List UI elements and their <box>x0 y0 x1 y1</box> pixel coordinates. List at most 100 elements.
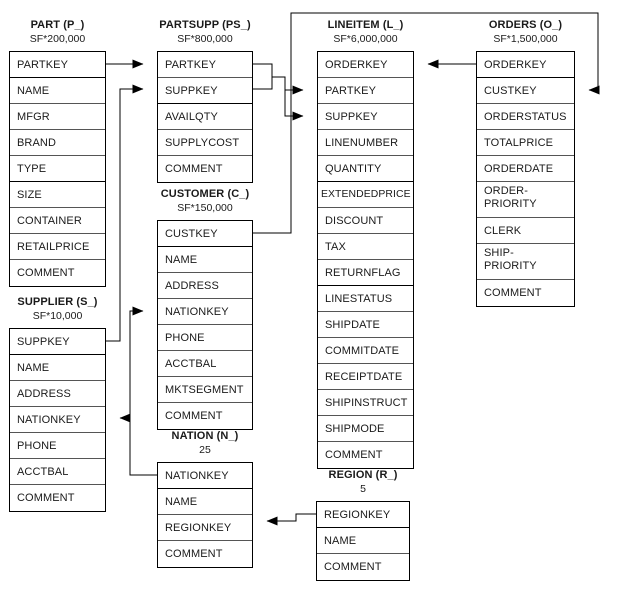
field-lineitem-discount: DISCOUNT <box>318 208 413 234</box>
field-nation-nationkey: NATIONKEY <box>158 463 252 489</box>
field-lineitem-linestatus: LINESTATUS <box>318 286 413 312</box>
field-label: COMMENT <box>165 410 223 422</box>
field-label: NAME <box>324 534 357 547</box>
field-label: REGIONKEY <box>324 508 391 521</box>
field-label: COMMENT <box>325 449 383 461</box>
field-partsupp-supplycost: SUPPLYCOST <box>158 130 252 156</box>
field-label: SHIPDATE <box>325 318 380 331</box>
field-orders-ship: SHIP-PRIORITY <box>477 244 574 280</box>
field-label: RETAILPRICE <box>17 240 90 253</box>
field-label: QUANTITY <box>325 162 382 175</box>
field-label: COMMITDATE <box>325 344 400 357</box>
field-label: AVAILQTY <box>165 110 218 123</box>
entity-cardinality-orders: SF*1,500,000 <box>493 33 558 45</box>
field-label: CLERK <box>484 224 522 237</box>
field-lineitem-shipdate: SHIPDATE <box>318 312 413 338</box>
field-customer-name: NAME <box>158 247 252 273</box>
entity-cardinality-customer: SF*150,000 <box>177 202 233 214</box>
field-supplier-phone: PHONE <box>10 433 105 459</box>
field-label: NAME <box>17 84 50 97</box>
entity-cardinality-supplier: SF*10,000 <box>32 310 83 322</box>
field-customer-custkey: CUSTKEY <box>158 221 252 247</box>
field-label: RETURNFLAG <box>325 266 401 279</box>
field-customer-acctbal: ACCTBAL <box>158 351 252 377</box>
field-label: NATIONKEY <box>165 469 229 482</box>
field-lineitem-suppkey: SUPPKEY <box>318 104 413 130</box>
field-lineitem-linenumber: LINENUMBER <box>318 130 413 156</box>
field-customer-comment: COMMENT <box>158 403 252 429</box>
field-label: CONTAINER <box>17 214 82 227</box>
field-label: COMMENT <box>165 548 223 560</box>
entity-box-lineitem: ORDERKEY PARTKEY SUPPKEY LINENUMBER QUANTITY… <box>317 51 414 469</box>
field-label-continued: PRIORITY <box>484 197 537 210</box>
field-lineitem-commitdate: COMMITDATE <box>318 338 413 364</box>
field-customer-phone: PHONE <box>158 325 252 351</box>
entity-cardinality-partsupp: SF*800,000 <box>177 33 233 45</box>
field-label: PHONE <box>165 331 205 344</box>
field-nation-comment: COMMENT <box>158 541 252 567</box>
field-part-size: SIZE <box>10 182 105 208</box>
field-orders-custkey: CUSTKEY <box>477 78 574 104</box>
field-label: PARTKEY <box>165 58 217 71</box>
field-label: ORDER- <box>484 185 528 197</box>
entity-cardinality-nation: 25 <box>199 444 211 456</box>
field-part-type: TYPE <box>10 156 105 182</box>
field-label: LINESTATUS <box>325 292 393 305</box>
entity-box-customer: CUSTKEY NAME ADDRESS NATIONKEY PHONE ACCTBAL M… <box>157 220 253 430</box>
entity-cardinality-part: SF*200,000 <box>29 33 86 45</box>
field-label: PARTKEY <box>325 84 377 97</box>
field-lineitem-shipmode: SHIPMODE <box>318 416 413 442</box>
field-lineitem-orderkey: ORDERKEY <box>318 52 413 78</box>
entity-title-customer: CUSTOMER (C_) <box>160 188 250 200</box>
field-part-comment: COMMENT <box>10 260 105 286</box>
field-label: CUSTKEY <box>165 227 218 240</box>
field-label: ORDERSTATUS <box>484 110 567 123</box>
field-orders-orderdate: ORDERDATE <box>477 156 574 182</box>
field-orders-order: ORDER-PRIORITY <box>477 182 574 218</box>
field-label: BRAND <box>17 136 57 149</box>
field-region-regionkey: REGIONKEY <box>317 502 409 528</box>
field-label: SUPPLYCOST <box>165 136 240 149</box>
field-partsupp-availqty: AVAILQTY <box>158 104 252 130</box>
field-orders-comment: COMMENT <box>477 280 574 306</box>
field-label: SHIPMODE <box>325 422 385 435</box>
field-label: COMMENT <box>324 561 382 573</box>
field-label: COMMENT <box>17 267 75 279</box>
field-part-partkey: PARTKEY <box>10 52 105 78</box>
field-partsupp-partkey: PARTKEY <box>158 52 252 78</box>
field-label: SUPPKEY <box>17 335 70 348</box>
field-label: PHONE <box>17 439 57 452</box>
field-label: COMMENT <box>165 163 223 175</box>
wire-region-to-nation <box>266 513 316 526</box>
field-orders-orderkey: ORDERKEY <box>477 52 574 78</box>
entity-title-supplier: SUPPLIER (S_) <box>17 296 98 308</box>
field-lineitem-tax: TAX <box>318 234 413 260</box>
field-label-continued: PRIORITY <box>484 259 537 272</box>
field-label: LINENUMBER <box>325 136 399 149</box>
field-part-container: CONTAINER <box>10 208 105 234</box>
field-label: SUPPKEY <box>165 84 218 97</box>
entity-box-partsupp: PARTKEY SUPPKEY AVAILQTY SUPPLYCOST COMMENT <box>157 51 253 183</box>
field-label: SIZE <box>17 188 42 201</box>
field-customer-nationkey: NATIONKEY <box>158 299 252 325</box>
field-region-comment: COMMENT <box>317 554 409 580</box>
field-label: MKTSEGMENT <box>165 383 244 396</box>
field-part-brand: BRAND <box>10 130 105 156</box>
field-lineitem-extendedprice: EXTENDEDPRICE <box>318 182 413 208</box>
field-label: EXTENDEDPRICE <box>321 189 411 200</box>
field-customer-address: ADDRESS <box>158 273 252 299</box>
field-supplier-acctbal: ACCTBAL <box>10 459 105 485</box>
field-label: ACCTBAL <box>165 357 217 370</box>
field-label: ORDERKEY <box>325 58 388 71</box>
field-label: NAME <box>165 495 198 508</box>
field-label: ACCTBAL <box>17 465 69 478</box>
field-label: ADDRESS <box>165 279 219 292</box>
entity-title-nation: NATION (N_) <box>171 430 239 442</box>
entity-cardinality-region: 5 <box>360 483 366 495</box>
field-nation-regionkey: REGIONKEY <box>158 515 252 541</box>
field-orders-totalprice: TOTALPRICE <box>477 130 574 156</box>
